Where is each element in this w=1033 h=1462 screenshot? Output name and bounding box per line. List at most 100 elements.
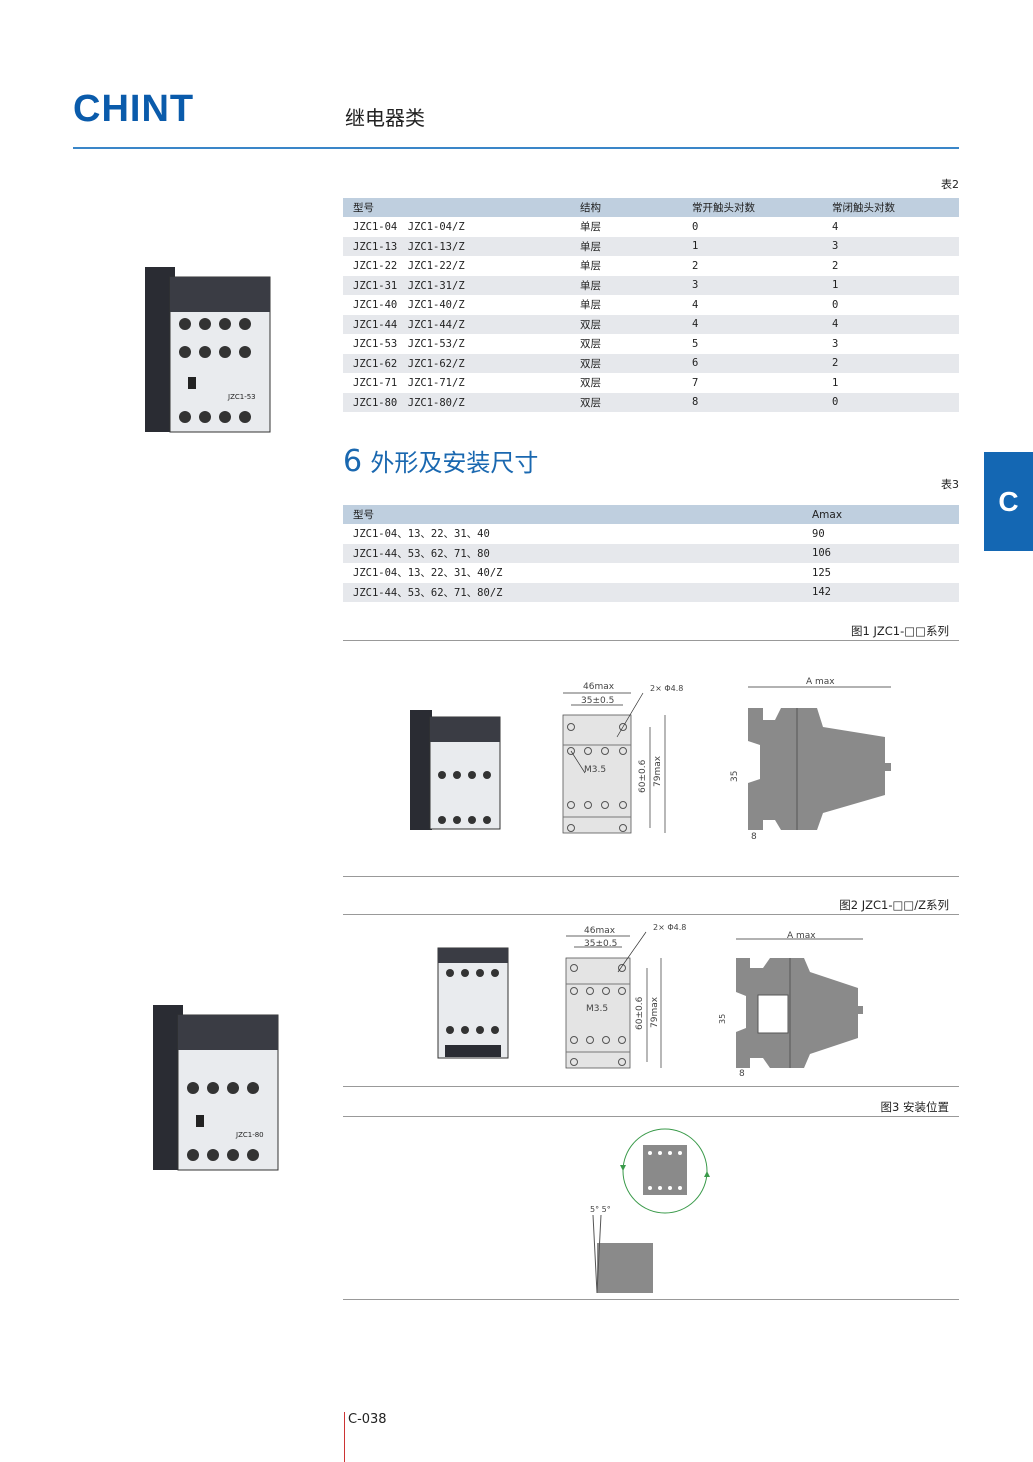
table-row: JZC1-53 JZC1-53/Z 双层 5 3 (343, 334, 959, 354)
svg-text:46max: 46max (583, 682, 615, 692)
chint-logo: CHINT (73, 88, 195, 130)
svg-text:35: 35 (730, 771, 740, 782)
divider (343, 640, 959, 641)
fig2-dimension-drawing: 46max 35±0.5 2× Φ4.8M3.5 60±0.6 79max A ma… (565, 923, 863, 1079)
svg-text:5° 5°: 5° 5° (590, 1205, 611, 1214)
fig3-mounting-position-drawing: 5° 5° (590, 1128, 710, 1294)
svg-text:A max: A max (806, 677, 835, 687)
table-cell: JZC1-22 JZC1-22/Z (353, 260, 465, 273)
divider (343, 1116, 959, 1117)
page-category-title: 继电器类 (345, 106, 425, 130)
table-cell: 4 (682, 314, 822, 334)
col-model: 型号 (343, 505, 802, 524)
fig2-caption: 图2 JZC1-□□/Z系列 (839, 898, 949, 912)
page-number-marker (344, 1412, 345, 1462)
table-cell: 5 (692, 337, 699, 350)
table-cell: 0 (822, 392, 959, 412)
table-cell: 8 (682, 392, 822, 412)
table-cell: 双层 (570, 353, 682, 373)
table-cell: 2 (822, 353, 959, 373)
svg-text:35±0.5: 35±0.5 (581, 696, 614, 706)
svg-text:A max: A max (787, 931, 816, 941)
table-cell: JZC1-71 JZC1-71/Z (353, 377, 465, 390)
svg-text:35: 35 (718, 1014, 727, 1024)
svg-text:8: 8 (751, 832, 757, 842)
table-cell: 4 (832, 220, 839, 233)
section-title: 6 外形及安装尺寸 (343, 444, 539, 479)
svg-text:M3.5: M3.5 (584, 765, 606, 775)
header-divider (73, 147, 959, 149)
table-cell: 双层 (580, 338, 601, 351)
table-cell: JZC1-80 JZC1-80/Z (343, 392, 570, 412)
svg-text:60±0.6: 60±0.6 (638, 759, 648, 793)
table-cell: 2 (832, 259, 839, 272)
table-cell: 0 (692, 220, 699, 233)
table-cell: 3 (822, 236, 959, 256)
table-cell: JZC1-53 JZC1-53/Z (353, 338, 465, 351)
table-cell: 双层 (570, 392, 682, 412)
section-tab-c: C (984, 452, 1033, 551)
table-cell: JZC1-40 JZC1-40/Z (353, 299, 465, 312)
svg-text:60±0.6: 60±0.6 (635, 996, 645, 1030)
table-cell: JZC1-04、13、22、31、40/Z (353, 567, 503, 580)
table-cell: 6 (682, 353, 822, 373)
svg-text:35±0.5: 35±0.5 (584, 939, 617, 949)
table-cell: 单层 (570, 275, 682, 295)
table2-label: 表2 (941, 178, 959, 191)
product-photo-jzc1-80: JZC1-80 (153, 1005, 279, 1171)
table-cell: JZC1-04、13、22、31、40 (353, 528, 490, 541)
divider (343, 876, 959, 877)
table-cell: 142 (802, 582, 959, 602)
product-label: JZC1-53 (227, 393, 256, 401)
table-cell: 7 (692, 376, 699, 389)
table-row: JZC1-71 JZC1-71/Z 双层 7 1 (343, 373, 959, 393)
fig1-product-photo (410, 710, 501, 830)
fig3-caption: 图3 安装位置 (880, 1100, 949, 1114)
divider (343, 914, 959, 915)
svg-text:8: 8 (739, 1069, 745, 1079)
col-nc-contacts: 常闭触头对数 (822, 198, 959, 217)
divider (343, 1086, 959, 1087)
table-cell: JZC1-13 JZC1-13/Z (343, 236, 570, 256)
table-cell: 4 (822, 314, 959, 334)
svg-text:2× Φ4.8: 2× Φ4.8 (653, 923, 686, 932)
table-cell: 2 (692, 259, 699, 272)
table-cell: JZC1-44 JZC1-44/Z (343, 314, 570, 334)
table3-label: 表3 (941, 478, 959, 491)
table-cell: JZC1-44、53、62、71、80 (343, 543, 802, 563)
table-cell: 单层 (580, 299, 601, 312)
col-model: 型号 (343, 198, 570, 217)
table-cell: 3 (832, 337, 839, 350)
svg-text:79max: 79max (653, 755, 663, 787)
col-no-contacts: 常开触头对数 (682, 198, 822, 217)
svg-text:JZC1-80: JZC1-80 (235, 1131, 264, 1139)
svg-text:M3.5: M3.5 (586, 1004, 608, 1014)
product-photo-jzc1-53: JZC1-53 (145, 267, 271, 433)
fig2-product-photo (437, 947, 509, 1059)
svg-text:79max: 79max (650, 996, 660, 1028)
svg-text:46max: 46max (584, 926, 616, 936)
table-cell: 1 (682, 236, 822, 256)
table-cell: 单层 (580, 221, 601, 234)
divider (343, 1299, 959, 1300)
table-cell: JZC1-44、53、62、71、80/Z (343, 582, 802, 602)
col-structure: 结构 (570, 198, 682, 217)
table-cell: 单层 (570, 236, 682, 256)
table-cell: 3 (682, 275, 822, 295)
table-cell: 双层 (570, 314, 682, 334)
table-cell: 1 (832, 376, 839, 389)
svg-text:2× Φ4.8: 2× Φ4.8 (650, 684, 683, 693)
table-cell: 双层 (580, 377, 601, 390)
